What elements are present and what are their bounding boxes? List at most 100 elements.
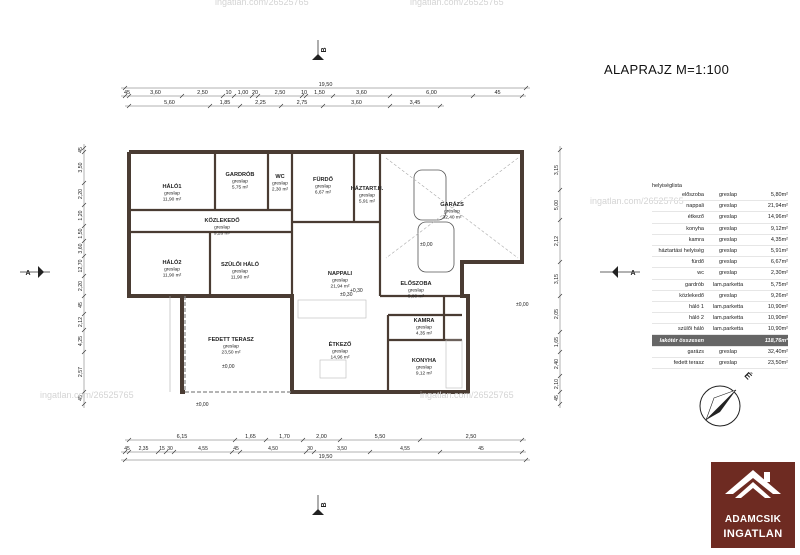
- floor-cell: greslap: [718, 359, 738, 366]
- dimension-label: 6,15: [177, 434, 188, 440]
- dimension-tick: [81, 327, 87, 333]
- dimension-label: 45: [78, 395, 84, 401]
- dimension-label: 2,50: [466, 434, 477, 440]
- room-area: 5,75 m²: [232, 185, 249, 191]
- room-name: GARDRÓB: [226, 170, 255, 178]
- room-name: NAPPALI: [328, 271, 353, 277]
- room-floor: greslap: [332, 349, 348, 355]
- dimension-tick: [179, 93, 185, 99]
- dimension-tick: [237, 449, 243, 455]
- dimension-label: 45: [124, 90, 130, 96]
- floor-cell: lam.parketta: [712, 326, 744, 333]
- room-name-cell: háló 2: [689, 315, 704, 322]
- room-name-cell: konyha: [686, 225, 704, 232]
- dimension-tick: [231, 93, 237, 99]
- floor-cell: greslap: [718, 236, 738, 243]
- dimension-tick: [300, 437, 306, 443]
- dimension-label: 6,00: [426, 90, 437, 96]
- area-cell: 23,50m²: [767, 359, 788, 366]
- dimension-label: 19,50: [319, 82, 333, 88]
- dimension-label: 1,85: [220, 100, 231, 106]
- kitchen-counter: [445, 339, 463, 389]
- dimension-tick: [311, 449, 317, 455]
- floor-cell: greslap: [718, 259, 738, 266]
- dimension-tick: [122, 449, 128, 455]
- dimension-tick: [155, 449, 161, 455]
- dimension-label: 2,20: [78, 281, 84, 291]
- room-floor: greslap: [332, 278, 348, 284]
- section-arrow: [38, 266, 44, 278]
- dimension-label: 2,57: [78, 367, 84, 377]
- room-name-cell: nappali: [686, 203, 704, 210]
- dimension-label: 5,60: [164, 100, 175, 106]
- section-arrow: [312, 509, 324, 515]
- dimension-label: 2,50: [275, 90, 286, 96]
- area-cell: 118,76m²: [764, 337, 788, 344]
- room-name: HÁZTART.H.: [351, 185, 384, 192]
- dimension-tick: [207, 103, 213, 109]
- dimension-tick: [557, 373, 563, 379]
- section-label: B: [321, 47, 328, 52]
- dimension-tick: [255, 93, 261, 99]
- section-label: A: [630, 270, 635, 277]
- watermark: ingatlan.com/26525765: [420, 390, 514, 400]
- area-cell: 6,67m²: [770, 259, 788, 266]
- room-name: KONYHA: [412, 358, 436, 364]
- room-floor: greslap: [164, 267, 180, 273]
- car-outline: [417, 221, 455, 273]
- area-cell: 21,94m²: [767, 203, 788, 210]
- watermark: ingatlan.com/26525765: [410, 0, 504, 7]
- dimension-tick: [303, 93, 309, 99]
- room-floor: greslap: [232, 179, 248, 185]
- dimension-tick: [81, 311, 87, 317]
- dimension-label: 20: [252, 90, 258, 96]
- dimension-label: 2,40: [554, 359, 560, 369]
- dimension-tick: [557, 217, 563, 223]
- dimension-label: 2,50: [197, 90, 208, 96]
- dimension-label: 1,65: [245, 434, 256, 440]
- dimension-tick: [417, 437, 423, 443]
- room-name: FEDETT TERASZ: [208, 337, 254, 343]
- level-mark: ±0,00: [222, 364, 235, 370]
- floor-cell: greslap: [718, 192, 738, 199]
- dimension-tick: [122, 93, 128, 99]
- dimension-tick: [249, 93, 255, 99]
- floor-cell: greslap: [718, 270, 738, 277]
- plan-title: ALAPRAJZ M=1:100: [604, 62, 730, 77]
- area-cell: 5,80m²: [770, 192, 788, 199]
- room-floor: greslap: [272, 181, 288, 187]
- area-cell: 14,96m²: [767, 214, 788, 221]
- dimension-tick: [519, 449, 525, 455]
- dimension-tick: [523, 85, 529, 91]
- dimension-tick: [278, 103, 284, 109]
- room-name-cell: lakótér összesen: [659, 337, 704, 344]
- dimension-tick: [437, 449, 443, 455]
- section-arrow: [612, 266, 618, 278]
- dimension-tick: [519, 93, 525, 99]
- room-area: 23,50 m²: [222, 350, 241, 356]
- dimension-tick: [122, 85, 128, 91]
- floor-cell: lam.parketta: [712, 315, 744, 322]
- floor-cell: greslap: [718, 214, 738, 221]
- room-name-cell: wc: [697, 270, 704, 277]
- room-area: 11,90 m²: [163, 273, 182, 279]
- area-cell: 10,90m²: [767, 303, 788, 310]
- dimension-tick: [387, 93, 393, 99]
- room-name-cell: fürdő: [691, 259, 704, 266]
- dimension-tick: [81, 223, 87, 229]
- level-mark: ±0,00: [196, 402, 209, 408]
- room-name-cell: gardrób: [685, 281, 704, 288]
- room-area: 11,90 m²: [163, 197, 182, 203]
- dimension-label: 19,50: [319, 454, 333, 460]
- room-name: HÁLÓ2: [163, 258, 182, 266]
- section-label: A: [25, 270, 30, 277]
- dimension-tick: [81, 149, 87, 155]
- dimension-tick: [263, 437, 269, 443]
- room-name: SZÜLŐI HÁLÓ: [221, 260, 260, 268]
- dimension-tick: [303, 449, 309, 455]
